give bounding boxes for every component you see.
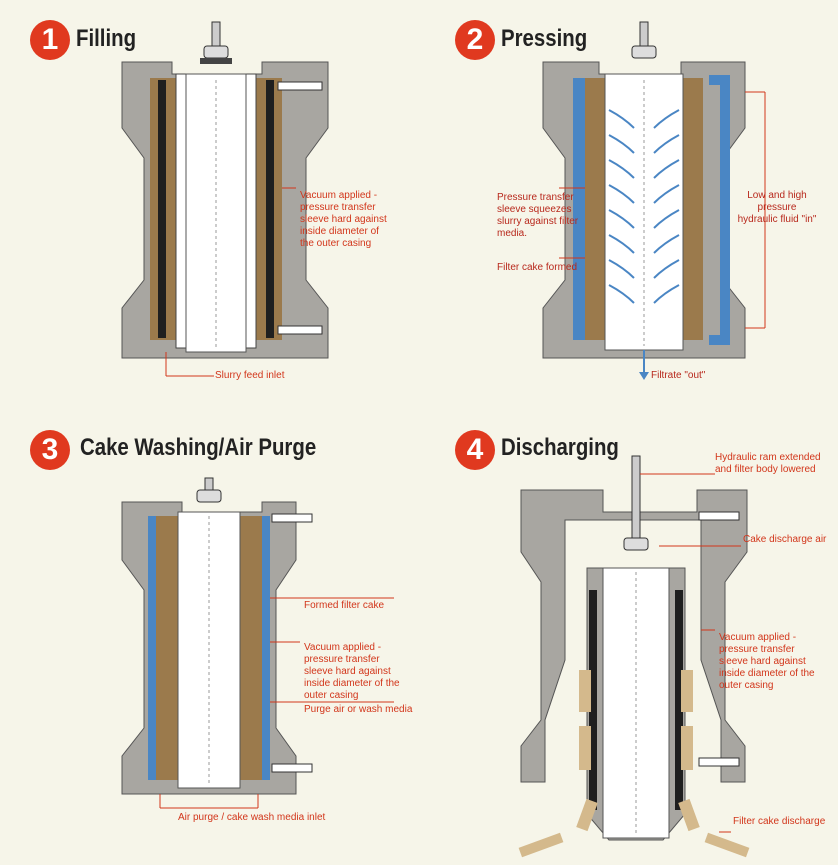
sleeve-right bbox=[266, 80, 274, 338]
pressing-diagram bbox=[542, 21, 766, 380]
port-bottom bbox=[277, 325, 323, 335]
port-top bbox=[271, 513, 313, 523]
vacuum-applied-label: Vacuum applied - pressure transfer sleev… bbox=[300, 190, 387, 249]
step-title: Discharging bbox=[501, 434, 619, 461]
step-number-badge: 2 bbox=[455, 20, 495, 60]
ram-icon bbox=[631, 21, 657, 59]
step-cake-washing-panel: 3 Cake Washing/Air Purge Formed filter c… bbox=[0, 420, 419, 852]
port-top bbox=[698, 511, 740, 521]
candle-core bbox=[602, 567, 670, 839]
filter-cake-discharge-label: Filter cake discharge bbox=[733, 816, 826, 827]
hydraulic-fluid-right bbox=[709, 75, 730, 345]
ram-icon bbox=[200, 21, 232, 64]
filter-media-left bbox=[175, 73, 187, 349]
port-bottom bbox=[698, 757, 740, 767]
discharging-diagram bbox=[518, 455, 750, 858]
step-discharging-panel: 4 Discharging Hydraulic ram extended and… bbox=[419, 420, 838, 858]
step-title: Pressing bbox=[501, 25, 588, 52]
flow-arrows-icon bbox=[608, 109, 680, 304]
step-pressing-panel: 2 Pressing Pressure transfer sleeve sque… bbox=[419, 0, 838, 432]
vacuum-applied-label: Vacuum applied - pressure transfer sleev… bbox=[719, 632, 815, 691]
slurry-feed-inlet-label: Slurry feed inlet bbox=[215, 370, 285, 381]
cake-fragments bbox=[518, 670, 750, 858]
filtrate-out-label: Filtrate "out" bbox=[651, 370, 706, 381]
port-bottom bbox=[271, 763, 313, 773]
sleeve-right bbox=[675, 590, 683, 810]
formed-filter-cake-label: Formed filter cake bbox=[304, 600, 385, 611]
step-title: Cake Washing/Air Purge bbox=[80, 434, 317, 461]
hydraulic-fluid-left bbox=[573, 78, 585, 340]
ram-icon bbox=[623, 455, 649, 551]
filter-cake-right bbox=[240, 516, 262, 780]
port-top bbox=[277, 81, 323, 91]
sleeve-left bbox=[158, 80, 166, 338]
step-number-badge: 1 bbox=[30, 20, 70, 60]
filter-cake-formed-label: Filter cake formed bbox=[497, 262, 578, 273]
step-number-badge: 3 bbox=[30, 430, 70, 470]
sleeve-left bbox=[589, 590, 597, 810]
wash-flow-right bbox=[262, 516, 270, 780]
filtrate-arrow-icon bbox=[639, 372, 649, 380]
step-filling-panel: 1 Filling Vacuum applied - pressure tran… bbox=[0, 0, 419, 432]
purge-air-label: Purge air or wash media bbox=[304, 704, 413, 715]
wash-flow-left bbox=[148, 516, 156, 780]
step-number-badge: 4 bbox=[455, 430, 495, 470]
step-title: Filling bbox=[76, 25, 137, 52]
cake-discharge-air-label: Cake discharge air bbox=[743, 534, 827, 545]
ram-icon bbox=[196, 477, 222, 503]
pressure-sleeve-label: Pressure transfer sleeve squeezes slurry… bbox=[497, 192, 579, 239]
air-purge-inlet-label: Air purge / cake wash media inlet bbox=[178, 812, 326, 823]
filter-media-right bbox=[245, 73, 257, 349]
filter-cake-left bbox=[156, 516, 178, 780]
cake-washing-diagram bbox=[121, 477, 394, 809]
filter-cake-left bbox=[585, 78, 605, 340]
filter-cake-right bbox=[683, 78, 703, 340]
hydraulic-ram-label: Hydraulic ram extended and filter body l… bbox=[715, 452, 821, 475]
filling-diagram bbox=[121, 21, 329, 377]
hydraulic-fluid-in-label: Low and high pressure hydraulic fluid "i… bbox=[737, 190, 817, 225]
vacuum-applied-label: Vacuum applied - pressure transfer sleev… bbox=[304, 642, 400, 701]
